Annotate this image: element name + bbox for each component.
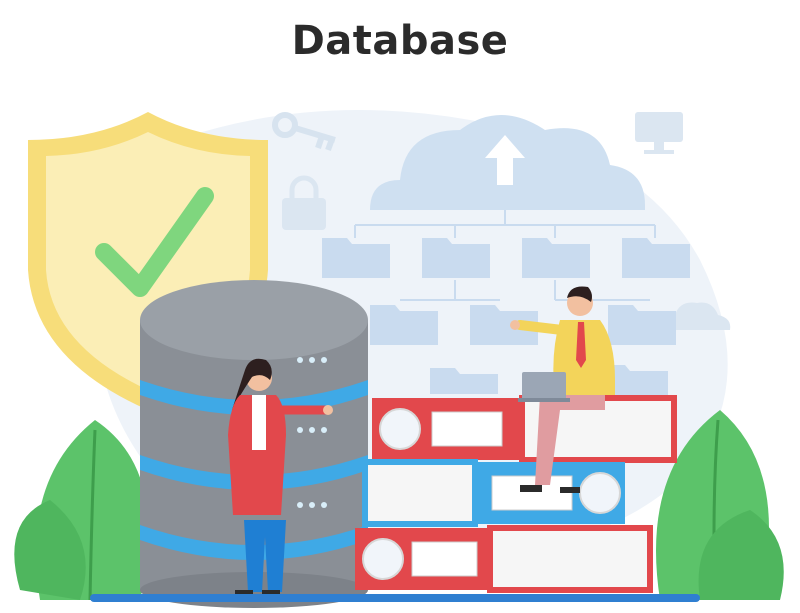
floor-line bbox=[90, 594, 700, 602]
plant-icon bbox=[656, 410, 784, 601]
folder-icon bbox=[322, 238, 690, 396]
plant-icon bbox=[14, 420, 149, 601]
cloud-icon bbox=[660, 302, 731, 330]
page-title: Database bbox=[291, 18, 509, 64]
binder-icon bbox=[362, 459, 625, 527]
padlock-icon bbox=[282, 175, 326, 230]
binder-icon bbox=[372, 395, 677, 463]
woman-figure bbox=[228, 358, 333, 596]
key-icon bbox=[272, 112, 336, 152]
man-figure bbox=[510, 286, 615, 493]
monitor-icon bbox=[635, 112, 683, 154]
cloud-upload-icon bbox=[370, 115, 645, 210]
binder-icon bbox=[355, 525, 653, 593]
